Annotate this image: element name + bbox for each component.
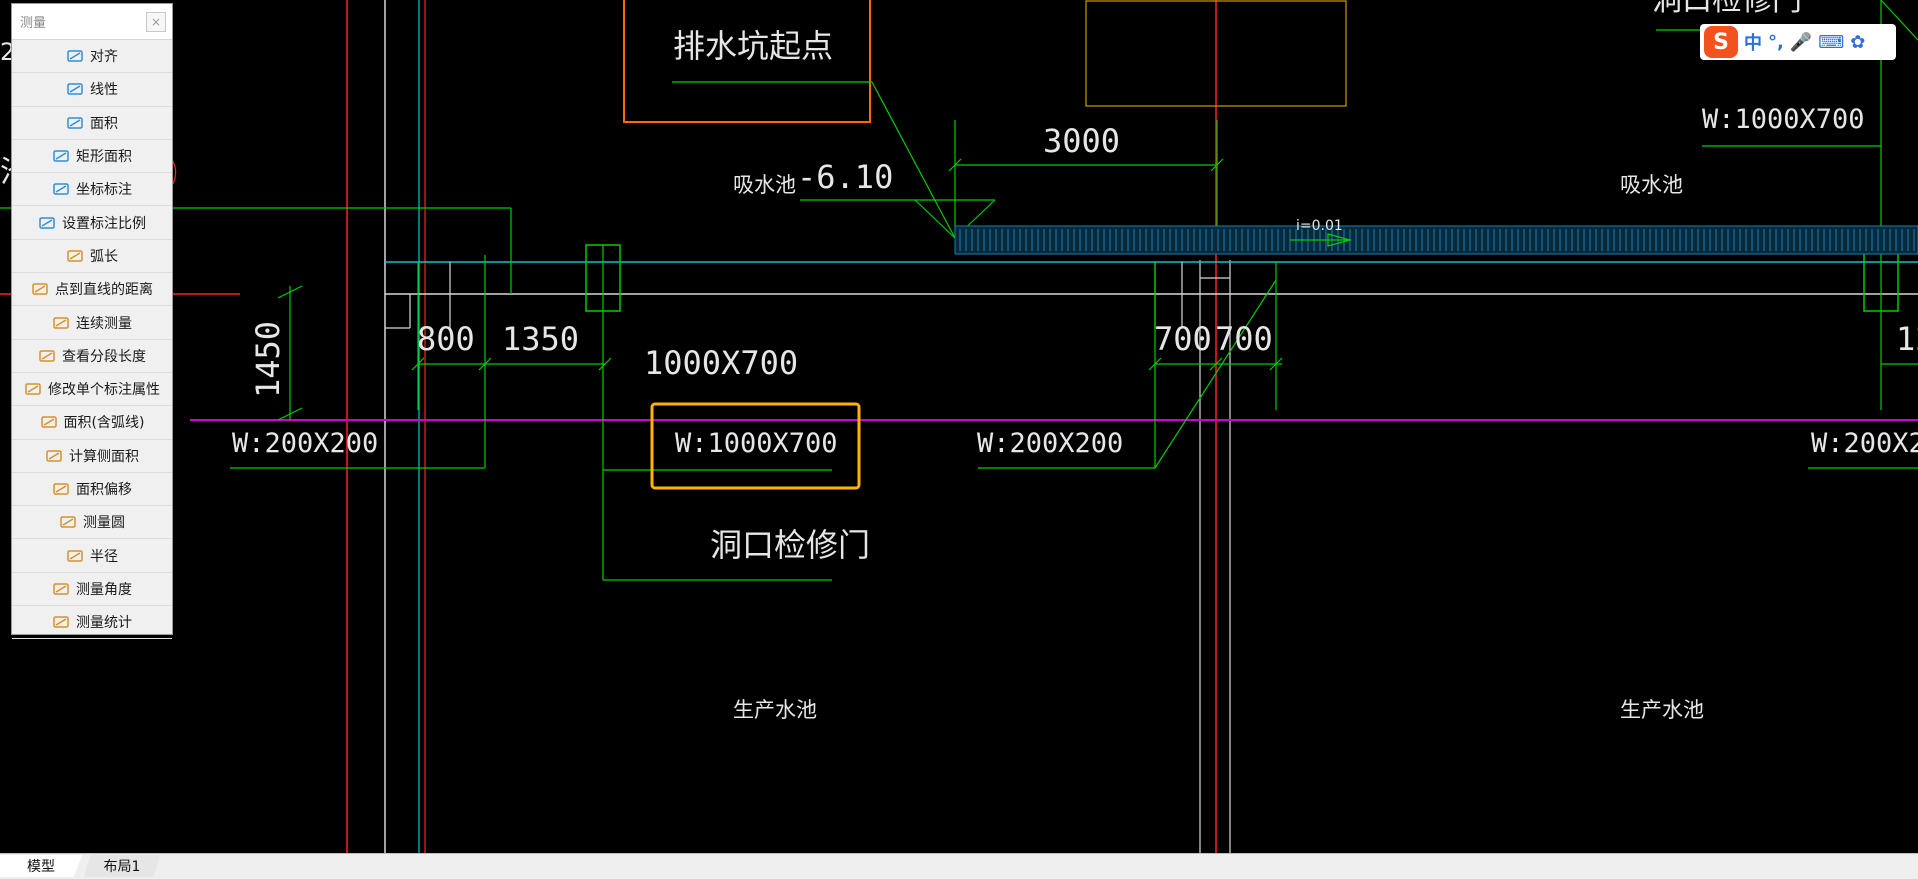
- sogou-logo-icon[interactable]: S: [1704, 26, 1738, 58]
- slope-label: i=0.01: [1296, 218, 1343, 234]
- segment-length-icon: [39, 350, 55, 362]
- tab-layout1[interactable]: 布局1: [84, 855, 160, 877]
- drain-channel: [954, 225, 1918, 255]
- access-hatch-label: 洞口检修门: [1652, 0, 1802, 18]
- measure-tool-label: 坐标标注: [76, 182, 132, 199]
- opening-size-label: W:200X200: [232, 428, 378, 459]
- dimension-label: 12: [1896, 320, 1918, 358]
- measure-tool-label: 面积: [90, 115, 118, 132]
- production-pool-label: 生产水池: [733, 698, 817, 722]
- coordinate-icon: [53, 183, 69, 196]
- measure-tool-item[interactable]: 测量统计: [12, 606, 172, 640]
- production-pool-label: 生产水池: [1620, 698, 1704, 722]
- measure-tool-item[interactable]: 面积偏移: [12, 473, 172, 507]
- measure-tool-label: 测量统计: [76, 615, 132, 632]
- measure-tool-label: 面积(含弧线): [63, 415, 145, 432]
- arc-length-icon: [67, 250, 83, 262]
- linear-icon: [67, 83, 83, 96]
- opening-size-label: W:200X2: [1811, 428, 1918, 459]
- dimension-label: 3000: [1043, 122, 1120, 160]
- measure-tool-label: 修改单个标注属性: [48, 382, 160, 399]
- measure-tool-item[interactable]: 半径: [12, 539, 172, 573]
- suction-pool-label: 吸水池: [733, 173, 796, 197]
- measure-tool-label: 测量圆: [83, 515, 125, 532]
- access-hatch-label: 洞口检修门: [710, 526, 870, 564]
- measure-tool-item[interactable]: 面积: [12, 107, 172, 140]
- microphone-icon[interactable]: 🎤: [1789, 31, 1813, 53]
- equipment-box: [1085, 0, 1347, 107]
- measure-tool-item[interactable]: 查看分段长度: [12, 340, 172, 373]
- area-offset-icon: [53, 483, 69, 495]
- skin-icon[interactable]: ✿: [1850, 31, 1866, 53]
- rect-area-icon: [53, 150, 69, 162]
- measure-tool-item[interactable]: 测量圆: [12, 506, 172, 540]
- opening-size-label: W:200X200: [977, 428, 1123, 459]
- suction-pool-label: 吸水池: [1620, 173, 1683, 197]
- measure-tool-item[interactable]: 面积(含弧线): [12, 406, 172, 440]
- selected-annotation-highlight[interactable]: [650, 402, 861, 490]
- tab-model[interactable]: 模型: [0, 855, 82, 877]
- measure-tool-item[interactable]: 测量角度: [12, 573, 172, 607]
- measure-tool-item[interactable]: 坐标标注: [12, 173, 172, 207]
- measure-tool-item[interactable]: 修改单个标注属性: [12, 373, 172, 407]
- ime-language-toggle[interactable]: 中: [1744, 33, 1762, 54]
- measure-tool-label: 矩形面积: [76, 149, 132, 166]
- level-label: -6.10: [797, 158, 893, 196]
- measure-tool-item[interactable]: 线性: [12, 73, 172, 107]
- measure-tool-label: 测量角度: [76, 581, 132, 598]
- edit-annotation-icon: [25, 383, 41, 395]
- measure-panel: 测量 × 对齐线性面积矩形面积坐标标注设置标注比例弧长点到直线的距离连续测量查看…: [11, 3, 173, 640]
- side-area-icon: [46, 449, 62, 462]
- close-icon[interactable]: ×: [146, 11, 166, 32]
- dimension-label: 1450: [249, 321, 287, 398]
- point-line-distance-icon: [32, 283, 48, 295]
- measure-panel-title: 测量: [20, 16, 47, 31]
- measure-tool-label: 线性: [90, 82, 118, 99]
- dimension-label: 800: [417, 320, 475, 358]
- ime-punctuation-toggle[interactable]: °,: [1768, 31, 1784, 53]
- measure-tool-label: 设置标注比例: [62, 215, 146, 232]
- measure-tool-label: 半径: [90, 548, 118, 565]
- measure-tool-label: 点到直线的距离: [55, 282, 153, 299]
- opening-size-label: W:1000X700: [675, 428, 838, 459]
- dimension-label: 700: [1215, 320, 1273, 358]
- measure-tool-item[interactable]: 对齐: [12, 40, 172, 74]
- radius-icon: [67, 549, 83, 562]
- dimension-label: 700: [1154, 320, 1212, 358]
- drain-start-box: [623, 0, 871, 123]
- area-icon: [67, 116, 83, 129]
- measure-tool-label: 查看分段长度: [62, 348, 146, 365]
- measure-tool-item[interactable]: 点到直线的距离: [12, 273, 172, 307]
- measure-tool-item[interactable]: 矩形面积: [12, 140, 172, 174]
- measure-panel-header[interactable]: 测量 ×: [12, 4, 172, 40]
- slope-arrow-icon: [1327, 233, 1353, 247]
- statistics-icon: [53, 616, 69, 628]
- ime-toolbar: S 中 °, 🎤 ⌨ ✿: [1700, 24, 1896, 60]
- measure-tool-list: 对齐线性面积矩形面积坐标标注设置标注比例弧长点到直线的距离连续测量查看分段长度修…: [12, 40, 172, 640]
- measure-tool-item[interactable]: 连续测量: [12, 306, 172, 340]
- measure-tool-label: 弧长: [90, 248, 118, 265]
- continuous-measure-icon: [53, 316, 69, 329]
- align-icon: [67, 50, 83, 62]
- measure-tool-label: 对齐: [90, 49, 118, 66]
- dimension-label: 1350: [502, 320, 579, 358]
- duct-size-label: 1000X700: [644, 344, 798, 382]
- angle-icon: [53, 583, 69, 595]
- keyboard-icon[interactable]: ⌨: [1818, 31, 1845, 53]
- scale-icon: [39, 216, 55, 229]
- opening-size-label: W:1000X700: [1702, 104, 1865, 135]
- measure-tool-label: 计算侧面积: [69, 448, 139, 465]
- measure-tool-item[interactable]: 弧长: [12, 240, 172, 274]
- arc-area-icon: [40, 416, 57, 429]
- measure-tool-item[interactable]: 计算侧面积: [12, 440, 172, 473]
- measure-circle-icon: [60, 516, 76, 529]
- drain-channel-hatch: [959, 229, 1915, 251]
- drain-start-label: 排水坑起点: [673, 27, 833, 65]
- measure-tool-item[interactable]: 设置标注比例: [12, 206, 172, 240]
- measure-tool-label: 连续测量: [76, 315, 132, 332]
- layout-tab-bar: 模型 布局1: [0, 853, 1918, 879]
- measure-tool-label: 面积偏移: [76, 482, 132, 498]
